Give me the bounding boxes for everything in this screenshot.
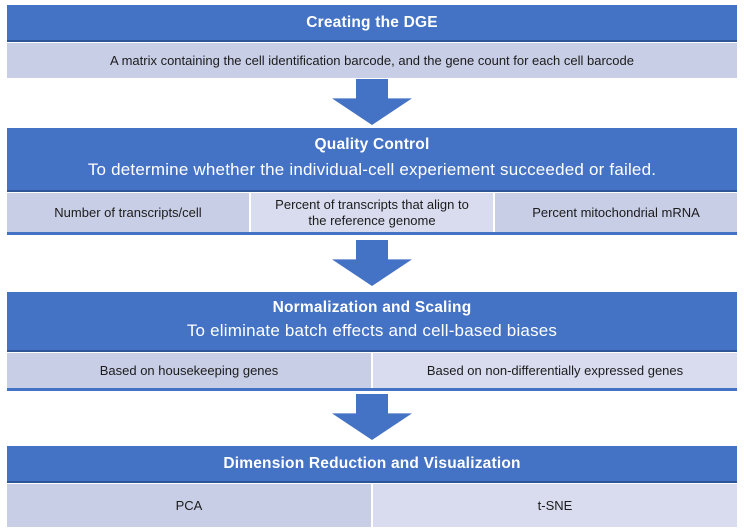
table-cell-dge-matrix: A matrix containing the cell identificat… [7,43,737,78]
section-row-normalization-scaling: Based on housekeeping genes Based on non… [7,352,737,391]
table-cell-percent-mito: Percent mitochondrial mRNA [495,193,737,232]
table-cell-non-differential-genes: Based on non-differentially expressed ge… [373,353,737,388]
section-title: Normalization and Scaling [272,299,472,316]
section-row-dimension-reduction: PCA t-SNE [7,483,737,527]
table-cell-percent-align: Percent of transcripts that align to the… [251,193,493,232]
section-row-creating-the-dge: A matrix containing the cell identificat… [7,42,737,78]
table-cell-pca: PCA [7,484,371,527]
section-row-quality-control: Number of transcripts/cell Percent of tr… [7,192,737,235]
section-header-normalization-scaling: Normalization and Scaling To eliminate b… [7,292,737,352]
section-subtitle: To eliminate batch effects and cell-base… [186,321,558,340]
section-title: Quality Control [314,136,430,154]
down-arrow-icon [332,79,412,125]
section-header-quality-control: Quality Control To determine whether the… [7,128,737,192]
section-header-dimension-reduction: Dimension Reduction and Visualization [7,446,737,483]
section-header-creating-the-dge: Creating the DGE [7,5,737,42]
section-subtitle: To determine whether the individual-cell… [87,159,657,179]
down-arrow-icon [332,394,412,440]
down-arrow-icon [332,240,412,286]
table-cell-tsne: t-SNE [373,484,737,527]
table-cell-transcripts-per-cell: Number of transcripts/cell [7,193,249,232]
table-cell-housekeeping-genes: Based on housekeeping genes [7,353,371,388]
